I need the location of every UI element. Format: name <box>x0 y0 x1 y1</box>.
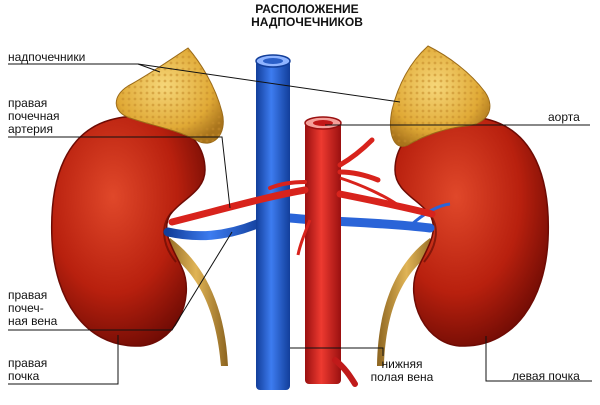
diagram-title: РАСПОЛОЖЕНИЕ НАДПОЧЕЧНИКОВ <box>232 3 382 29</box>
leader-adrenal-right <box>8 63 161 73</box>
label-right-renal-vein: правая почеч- ная вена <box>8 289 57 328</box>
leader-right-renal-artery <box>8 136 231 209</box>
left-adrenal-artery <box>339 176 399 207</box>
left-gonadal-vein-branch <box>408 202 451 228</box>
label-text: аорта <box>548 110 580 124</box>
gonadal-artery <box>296 219 312 256</box>
label-text: надпочечники <box>8 50 86 64</box>
label-text: почечная <box>8 109 60 123</box>
label-text: почеч- <box>8 301 44 315</box>
leader-left-kidney <box>485 336 592 382</box>
label-left-kidney: левая почка <box>512 370 580 383</box>
aorta-lower-branch <box>332 357 358 387</box>
title-line-2: НАДПОЧЕЧНИКОВ <box>251 15 363 29</box>
label-text: полая вена <box>370 370 434 384</box>
label-text: правая <box>8 96 48 110</box>
leader-adrenal-left <box>137 63 401 103</box>
right-adrenal-artery <box>268 180 307 190</box>
leader-vena-cava <box>290 347 384 356</box>
leader-lines <box>8 63 592 385</box>
label-aorta: аорта <box>548 111 580 124</box>
right-adrenal-texture <box>116 48 224 144</box>
label-text: нижняя <box>381 357 423 371</box>
right-renal-vein <box>163 217 267 241</box>
label-text: артерия <box>8 122 53 136</box>
right-renal-artery <box>168 186 309 226</box>
label-adrenal-glands: надпочечники <box>8 51 85 64</box>
mesenteric-branch <box>337 169 381 183</box>
label-right-kidney: правая почка <box>8 357 47 383</box>
right-kidney <box>50 115 206 347</box>
label-right-renal-artery: правая почечная артерия <box>8 97 60 136</box>
left-renal-vein <box>285 213 435 233</box>
left-renal-artery <box>336 190 436 218</box>
label-text: левая почка <box>512 369 580 383</box>
right-kidney-hilum <box>163 211 177 263</box>
left-kidney <box>394 115 550 347</box>
leader-right-kidney <box>8 335 119 385</box>
left-adrenal-texture <box>390 46 490 147</box>
label-text: почка <box>8 369 40 383</box>
inferior-vena-cava <box>256 60 290 390</box>
label-text: правая <box>8 288 48 302</box>
label-text: ная вена <box>8 314 58 328</box>
title-line-1: РАСПОЛОЖЕНИЕ <box>255 2 359 16</box>
leader-right-renal-vein <box>8 231 233 331</box>
label-inferior-vena-cava: нижняя полая вена <box>352 358 452 384</box>
vena-cava-lumen <box>263 58 283 64</box>
aorta <box>305 122 341 384</box>
celiac-branch-up <box>337 137 375 168</box>
label-text: правая <box>8 356 48 370</box>
